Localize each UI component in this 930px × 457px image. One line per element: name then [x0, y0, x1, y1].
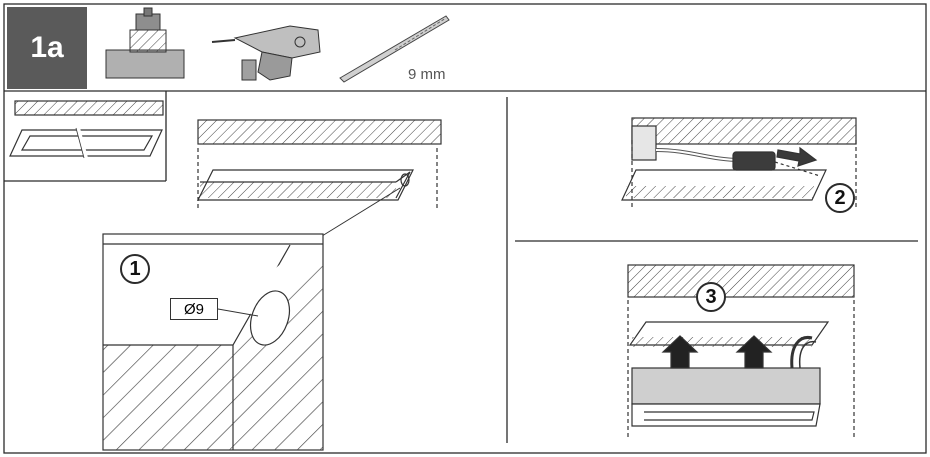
luminaire-mounting-view [627, 264, 855, 440]
step-label: 1a [7, 7, 87, 89]
hole-diameter-label: Ø9 [170, 298, 218, 320]
drill-bit-icon [339, 15, 450, 83]
frame [3, 3, 927, 454]
drill-bit-size-label: 9 mm [408, 66, 446, 83]
ceiling-slot-view [197, 119, 442, 237]
step-number-2: 2 [825, 183, 855, 213]
clamp-template-icon [105, 7, 185, 79]
callout-number-1: 1 [120, 254, 150, 284]
cable-insertion-view [621, 117, 857, 210]
power-drill-icon [211, 25, 321, 81]
ceiling-cutout-inset [9, 100, 164, 159]
step-number-3: 3 [696, 282, 726, 312]
